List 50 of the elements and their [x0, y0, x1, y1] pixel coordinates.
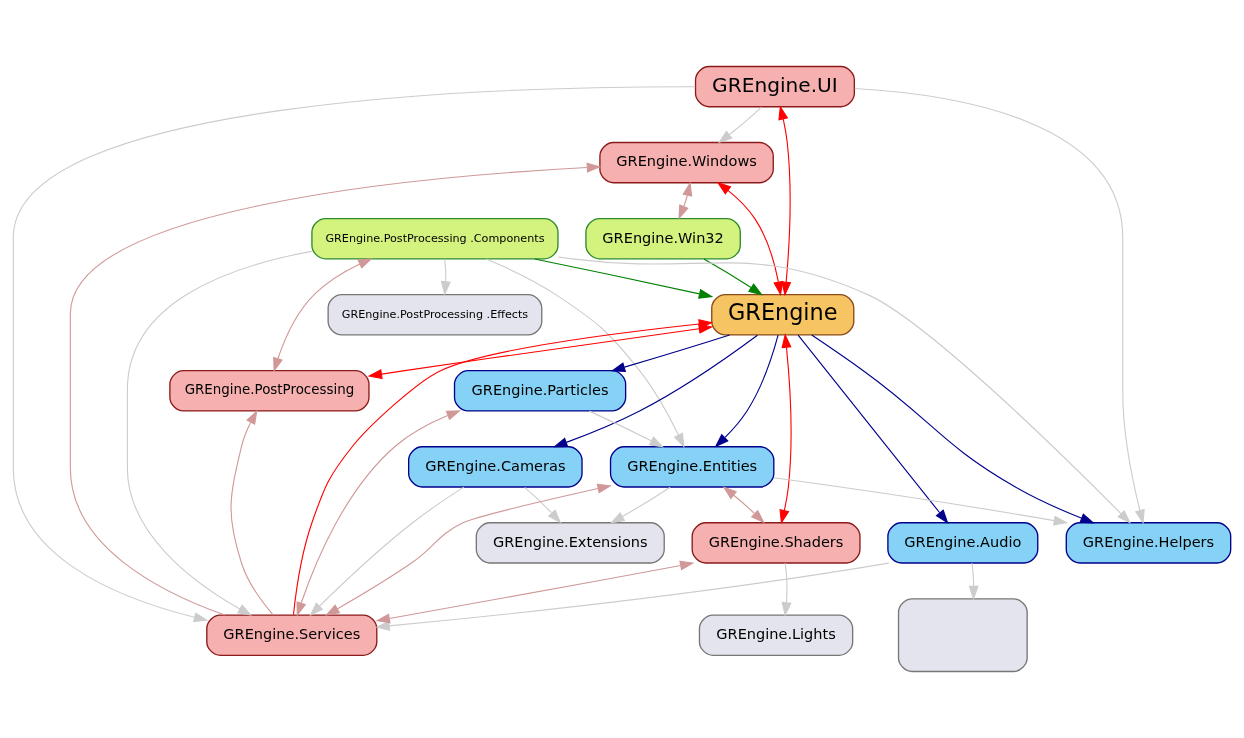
- node-box: GREngine.PostProcessing .Effects: [327, 293, 543, 336]
- arrow: [718, 106, 762, 144]
- arrow: [716, 181, 784, 296]
- arrow: [703, 258, 763, 296]
- arrow: [325, 483, 612, 616]
- arrow: [781, 562, 792, 617]
- node-box: GREngine.PostProcessing .Components: [311, 217, 559, 260]
- arrow: [309, 486, 465, 617]
- arrow: [678, 181, 693, 220]
- arrow: [610, 486, 671, 524]
- arrow: [296, 410, 462, 617]
- arrow: [273, 258, 373, 373]
- node-box: GREngine.Win32: [585, 217, 741, 260]
- node-box: GREngine.UI: [694, 65, 855, 108]
- arrow: [797, 334, 949, 524]
- arrow: [714, 334, 779, 448]
- arrow: [69, 162, 602, 616]
- node-box: GREngine.Helpers: [1065, 522, 1232, 564]
- arrow: [12, 86, 696, 623]
- node-box: GREngine.Shaders: [691, 522, 861, 564]
- arrow: [854, 87, 1145, 525]
- node-box: GREngine.PostProcessing: [169, 370, 370, 412]
- node-box: GREngine: [711, 293, 855, 336]
- arrow: [722, 486, 765, 524]
- node-box: GREngine.Particles: [453, 370, 627, 412]
- node-box: GREngine.Audio: [887, 522, 1039, 564]
- node-box: GREngine.Entities: [609, 446, 775, 488]
- arrow: [552, 334, 758, 448]
- arrow: [230, 409, 274, 616]
- arrow: [440, 258, 451, 296]
- arrow: [778, 105, 792, 297]
- node-box: GREngine.Cameras: [408, 446, 583, 488]
- arrow: [779, 333, 792, 525]
- arrow: [610, 334, 731, 372]
- node-box: GREngine.Extensions: [475, 522, 665, 564]
- arrow: [968, 562, 979, 601]
- arrow: [126, 250, 313, 616]
- arrow: [534, 258, 714, 299]
- arrow: [811, 334, 1095, 524]
- node-box: GREngine.Services: [206, 614, 378, 656]
- node-box: GREngine.Windows: [599, 141, 774, 184]
- arrow: [375, 560, 695, 624]
- arrow: [485, 258, 685, 448]
- arrow: [773, 477, 1069, 526]
- arrow: [524, 486, 562, 524]
- node-box: [897, 598, 1028, 673]
- arrow: [375, 562, 890, 631]
- arrow: [588, 410, 664, 448]
- arrow: [557, 256, 1131, 524]
- node-box: GREngine.Lights: [698, 614, 854, 656]
